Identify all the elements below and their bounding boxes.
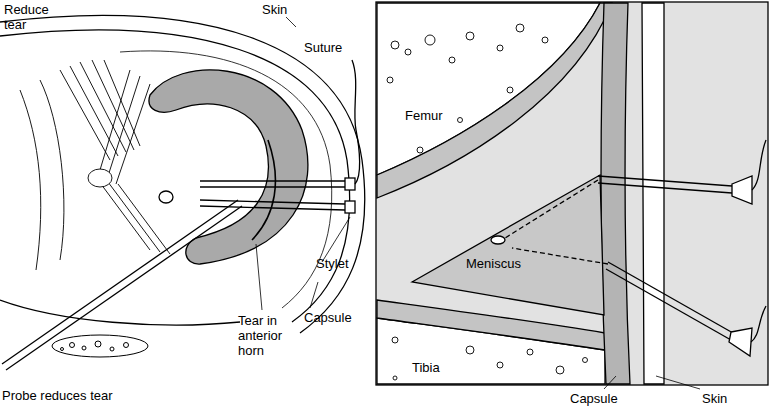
probe [2, 200, 242, 370]
cannula-lower [512, 248, 766, 356]
bone-stipple [387, 24, 588, 380]
part-label: Femur [405, 108, 443, 123]
meniscus-tear [252, 140, 275, 240]
stylet-leader [322, 217, 350, 262]
tendon-oval [52, 335, 148, 357]
part-label: Capsule [570, 391, 618, 406]
suture-loop [491, 236, 505, 244]
needle-lower [200, 200, 355, 262]
part-label: Tear in anterior horn [238, 313, 298, 358]
part-label: Capsule [304, 310, 352, 325]
part-label: Stylet [316, 256, 349, 271]
skin-leader [656, 376, 700, 389]
cannula-upper [505, 140, 766, 238]
capsule-leader [604, 376, 616, 389]
left-panel [0, 16, 365, 370]
inset-frame [376, 2, 768, 385]
skin-band [642, 3, 664, 384]
instruction-label: Probe reduces tear [2, 388, 113, 403]
cruciate-ligament [20, 60, 170, 270]
part-label: Suture [304, 40, 342, 55]
part-label: Skin [262, 2, 287, 17]
part-label: Meniscus [466, 256, 521, 271]
part-label: Skin [702, 391, 727, 406]
meniscus-wedge [412, 175, 604, 315]
tear-leader [256, 244, 262, 310]
joint-boundary [0, 300, 240, 325]
capsule-outline [0, 30, 350, 322]
suture-loop [159, 191, 173, 203]
capsule-band [601, 3, 630, 384]
femur-cartilage [377, 3, 612, 198]
capsule-leader [310, 282, 318, 308]
meniscus [149, 70, 308, 264]
part-label: Tibia [412, 360, 440, 375]
skin-outline [0, 16, 365, 333]
femur-bone [377, 3, 600, 175]
needle-upper [200, 60, 360, 190]
instruction-label: Reduce tear [4, 2, 54, 32]
right-panel [376, 2, 768, 385]
skin-leader [286, 17, 296, 27]
